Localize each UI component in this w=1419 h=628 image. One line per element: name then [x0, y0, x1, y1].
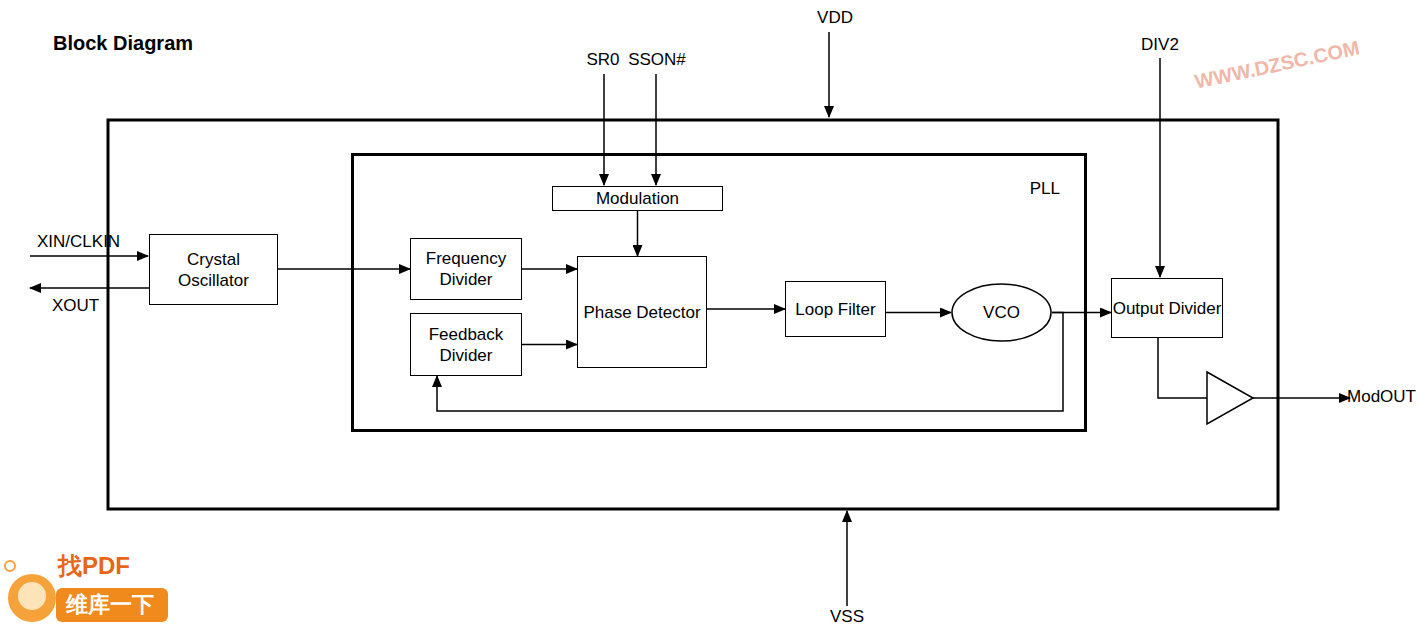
block-label: Crystal Oscillator [150, 249, 277, 291]
pin-name: ModOUT [1347, 387, 1416, 407]
watermark: 维库一下 [66, 593, 154, 617]
sr0-arrow [603, 74, 605, 185]
modout-arrow [1253, 397, 1350, 399]
block-label: Modulation [596, 188, 679, 209]
block-label: VCO [983, 302, 1020, 323]
pin-name: DIV2 [1141, 35, 1179, 55]
block-label: Loop Filter [795, 299, 875, 320]
vss-arrow [846, 511, 848, 606]
pin-name: XOUT [52, 296, 99, 316]
div2-arrow [1159, 58, 1161, 277]
block-label: Phase Detector [583, 302, 700, 323]
pin-name: SR0 [586, 50, 619, 70]
output-buffer [1207, 372, 1253, 424]
pin-name: SSON# [628, 50, 686, 70]
divider-box: Feedback Divider [410, 313, 522, 376]
divider-box: Output Divider [1111, 278, 1223, 338]
signal-arrow [278, 268, 410, 270]
xout-arrow [30, 287, 149, 289]
detector-box: Phase Detector [577, 256, 707, 368]
block-label: Frequency Divider [411, 248, 521, 290]
pin-name: VSS [830, 607, 864, 627]
oscillator-box: Crystal Oscillator [149, 234, 278, 305]
chip-outline [108, 120, 1278, 509]
sson-arrow [655, 74, 657, 185]
buffer-wire [1158, 338, 1207, 398]
diagram-title: Block Diagram [53, 31, 193, 55]
signal-arrow [886, 312, 951, 314]
block-label: Feedback Divider [411, 324, 521, 366]
signal-arrow [522, 268, 577, 270]
pin-name: VDD [817, 8, 853, 28]
pin-name: XIN/CLKIN [37, 232, 120, 252]
watermark: WWW.DZSC.COM [1193, 37, 1361, 91]
modulation-box: Modulation [552, 186, 723, 211]
vco-ellipse: VCO [951, 283, 1052, 342]
signal-arrow [707, 308, 785, 310]
divider-box: Frequency Divider [410, 238, 522, 300]
watermark: 找PDF [58, 552, 130, 580]
pll-region: PLL ModulationFrequency DividerPhase Dete… [351, 153, 1087, 432]
block-label: Output Divider [1113, 298, 1222, 319]
signal-arrow [522, 344, 577, 346]
filter-box: Loop Filter [785, 281, 886, 337]
vdd-arrow [828, 32, 830, 117]
region-title: PLL [1030, 178, 1060, 199]
xin-arrow [30, 255, 148, 257]
signal-arrow [637, 211, 639, 256]
